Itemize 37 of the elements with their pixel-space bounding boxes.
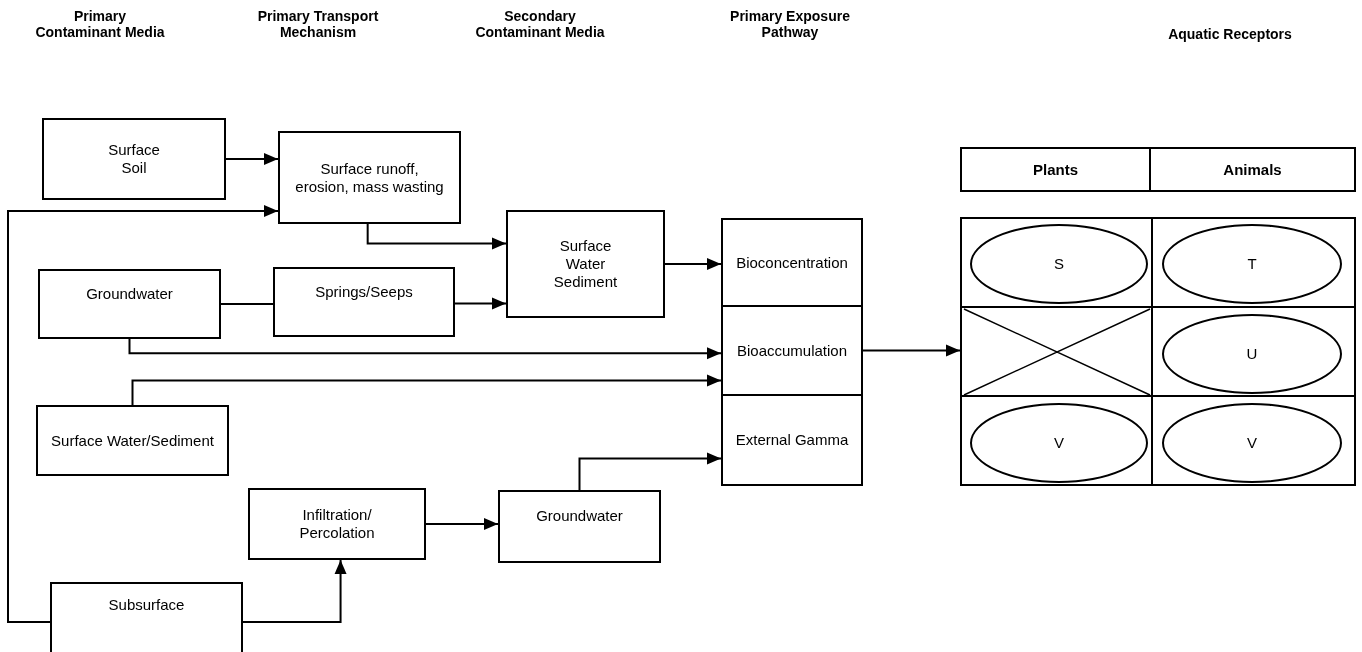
process-box: Surface runoff, erosion, mass wasting xyxy=(278,131,461,224)
arrow xyxy=(242,559,347,623)
arrow xyxy=(128,338,722,360)
connector-line xyxy=(220,303,274,305)
receptor-ellipse: S xyxy=(970,224,1148,304)
receptor-ellipse: V xyxy=(1162,403,1342,483)
receptor-ellipse: U xyxy=(1162,314,1342,394)
pathway-cell: External Gamma xyxy=(721,394,863,486)
arrow xyxy=(425,518,499,530)
receptor-grid xyxy=(960,217,1356,486)
receptor-ellipse: T xyxy=(1162,224,1342,304)
pathway-cell: Bioconcentration xyxy=(721,218,863,307)
arrow xyxy=(225,153,279,165)
arrow xyxy=(578,452,722,491)
arrow xyxy=(862,344,961,357)
process-box: Infiltration/ Percolation xyxy=(248,488,426,560)
column-heading: Primary Exposure Pathway xyxy=(729,8,851,41)
column-heading: Primary Contaminant Media xyxy=(34,8,166,41)
column-heading: Primary Transport Mechanism xyxy=(256,8,380,41)
process-box: Subsurface xyxy=(50,582,243,652)
pathway-cell: Bioaccumulation xyxy=(721,305,863,396)
process-box: Surface Water Sediment xyxy=(506,210,665,318)
arrow xyxy=(131,374,722,406)
arrow xyxy=(664,258,722,270)
arrow xyxy=(7,205,279,623)
column-heading: Aquatic Receptors xyxy=(1167,26,1293,43)
column-header: Animals xyxy=(1149,147,1356,192)
arrow xyxy=(454,297,507,310)
column-header: Plants xyxy=(960,147,1151,192)
arrow xyxy=(366,223,507,250)
process-box: Surface Water/Sediment xyxy=(36,405,229,476)
process-box: Surface Soil xyxy=(42,118,226,200)
column-heading: Secondary Contaminant Media xyxy=(474,8,606,41)
process-box: Groundwater xyxy=(498,490,661,563)
process-box: Groundwater xyxy=(38,269,221,339)
process-box: Springs/Seeps xyxy=(273,267,455,337)
receptor-ellipse: V xyxy=(970,403,1148,483)
